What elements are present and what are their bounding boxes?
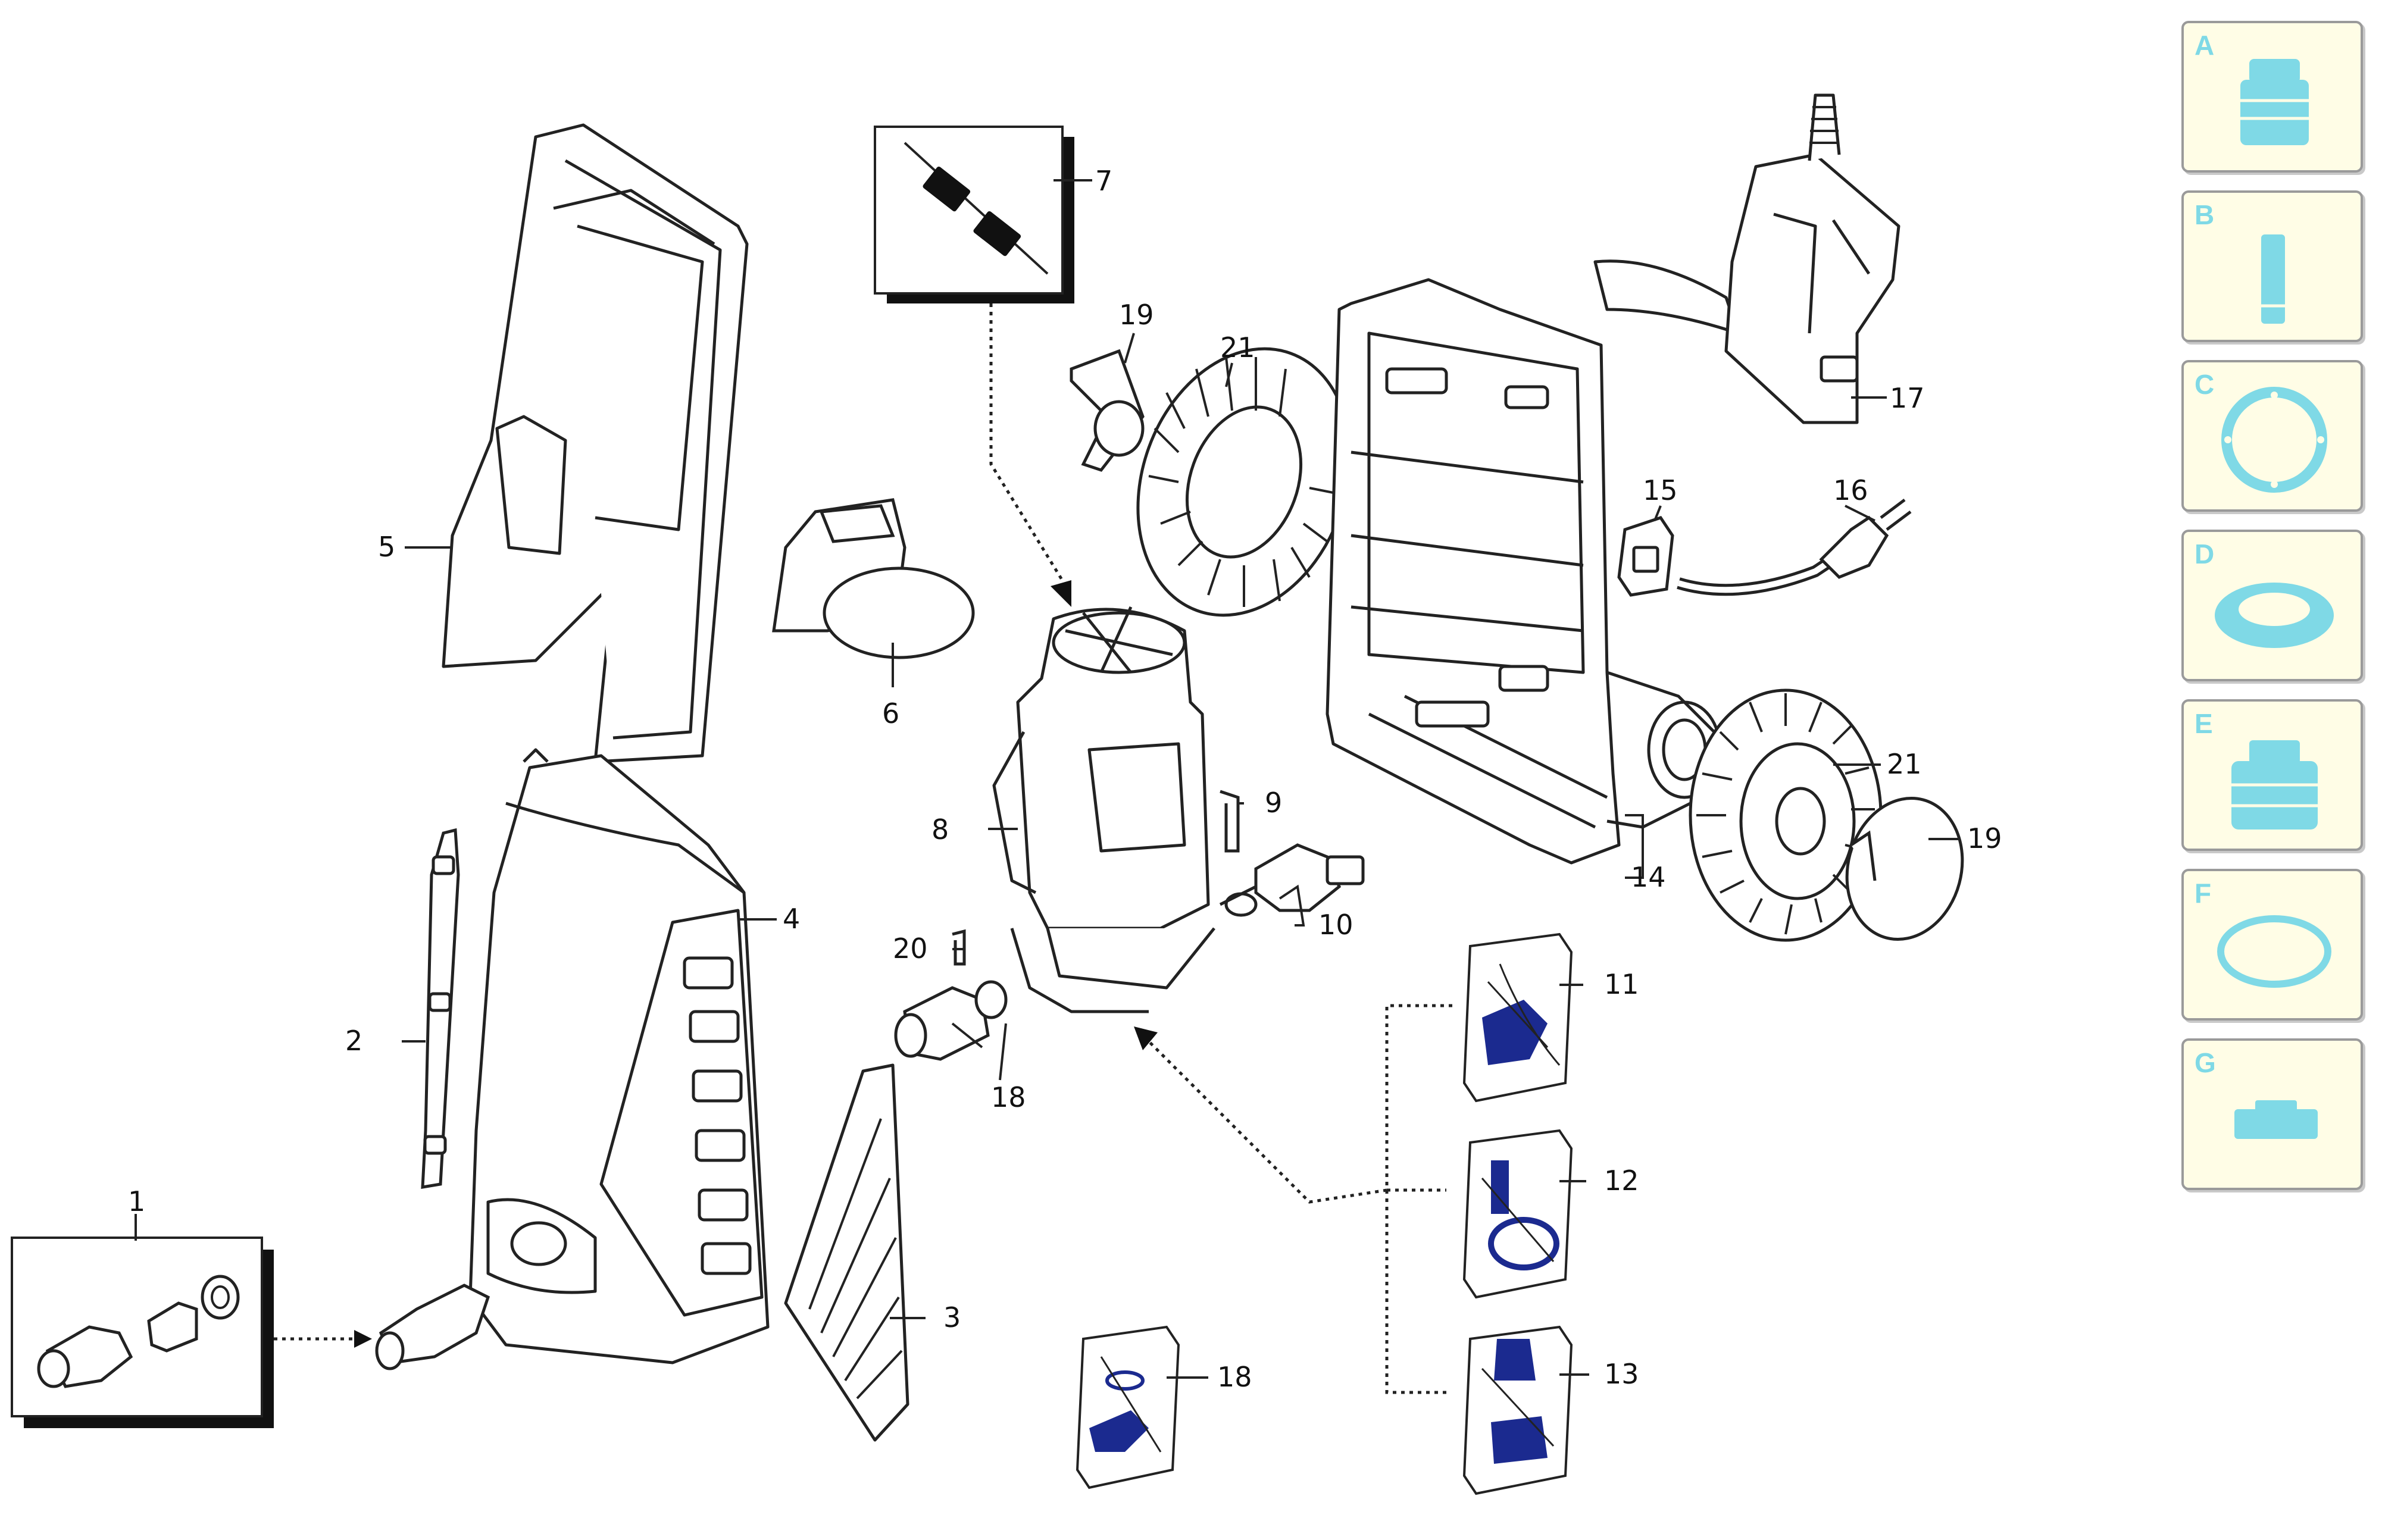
kit-12-package[interactable] (1462, 1129, 1573, 1299)
callout-labels: 1 2 3 4 5 6 7 8 9 10 11 12 13 14 15 16 1… (128, 165, 2002, 1393)
part-14-chassis-frame[interactable] (1326, 278, 1722, 865)
callout-2: 2 (345, 1025, 362, 1057)
kit-11-package[interactable] (1462, 932, 1573, 1103)
nozzle-cap-icon (2240, 59, 2309, 145)
legend-card-b[interactable]: B (2181, 190, 2363, 342)
callout-4: 4 (783, 903, 800, 935)
callout-12: 12 (1604, 1165, 1639, 1197)
callout-15: 15 (1643, 474, 1678, 506)
legend-letter-e: E (2195, 708, 2213, 739)
connector-sleeve-icon (2231, 740, 2318, 830)
callout-16: 16 (1833, 474, 1868, 506)
pin-icon (2261, 234, 2285, 324)
legend-card-f[interactable]: F (2181, 869, 2363, 1021)
callout-1: 1 (128, 1185, 145, 1217)
leader-lines (135, 179, 1958, 1379)
part-20-pin[interactable] (952, 929, 966, 966)
part-3-side-panel[interactable] (784, 1063, 909, 1442)
callout-21-left: 21 (1220, 331, 1255, 364)
callout-5: 5 (378, 531, 395, 563)
kit-18-package[interactable] (1076, 1325, 1180, 1489)
part-4-front-housing[interactable] (468, 748, 770, 1364)
part-10-outlet-fitting[interactable] (1219, 843, 1365, 917)
callout-17: 17 (1890, 382, 1925, 414)
callout-7: 7 (1095, 165, 1112, 197)
part-16-power-cord[interactable] (1677, 499, 1912, 596)
callout-19-left: 19 (1119, 299, 1154, 331)
legend-letter-b: B (2195, 199, 2215, 230)
part-18-inlet-connector[interactable] (894, 980, 1008, 1061)
part-15-switch[interactable] (1617, 516, 1674, 597)
callout-13: 13 (1604, 1358, 1639, 1390)
clip-plate-icon (2234, 1100, 2318, 1139)
callout-20: 20 (893, 932, 928, 965)
part-5-handle-cover[interactable] (442, 123, 749, 763)
legend-letter-a: A (2195, 30, 2215, 61)
callout-11: 11 (1604, 968, 1639, 1000)
callout-8: 8 (931, 813, 949, 846)
callout-21-right: 21 (1887, 748, 1922, 780)
legend-letter-c: C (2195, 369, 2215, 400)
arrowheads (354, 580, 1158, 1348)
callout-18-connector: 18 (991, 1081, 1026, 1113)
callout-3: 3 (943, 1301, 961, 1334)
callout-6: 6 (882, 697, 899, 730)
callout-14: 14 (1631, 861, 1666, 893)
callout-9: 9 (1265, 787, 1282, 819)
legend-letter-g: G (2195, 1047, 2216, 1078)
legend-card-e[interactable]: E (2181, 699, 2363, 851)
legend-letter-f: F (2195, 878, 2212, 909)
part-17-handle-bracket[interactable] (1593, 93, 1900, 424)
callout-10: 10 (1318, 909, 1353, 941)
legend-card-g[interactable]: G (2181, 1038, 2363, 1190)
part-8-motor-pump-unit[interactable] (992, 606, 1215, 1013)
part-21-wheel-right[interactable] (1689, 688, 1883, 942)
part-2-side-trim[interactable] (421, 828, 460, 1189)
dotted-connectors (274, 303, 1452, 1394)
part-1-hose-adapter-inset[interactable] (11, 1237, 274, 1428)
thick-seal-ring-icon (2215, 583, 2334, 648)
callout-19-right: 19 (1967, 822, 2002, 854)
legend-letter-d: D (2195, 539, 2215, 569)
callout-18-kit: 18 (1217, 1361, 1252, 1393)
flange-ring-icon (2221, 387, 2327, 493)
kit-13-package[interactable] (1462, 1325, 1573, 1495)
part-19-hub-cap-left[interactable] (1070, 349, 1145, 472)
part-1-adapter-installed (375, 1284, 490, 1370)
legend-card-c[interactable]: C (2181, 360, 2363, 512)
part-6-filter-cap[interactable] (772, 498, 975, 659)
o-ring-icon (2217, 915, 2331, 988)
legend-card-d[interactable]: D (2181, 530, 2363, 681)
part-9-pin[interactable] (1220, 790, 1240, 853)
legend-card-a[interactable]: A (2181, 21, 2363, 173)
part-19-hub-cap-right[interactable] (1831, 785, 1978, 953)
part-7-carbon-brush-inset[interactable] (874, 126, 1074, 303)
